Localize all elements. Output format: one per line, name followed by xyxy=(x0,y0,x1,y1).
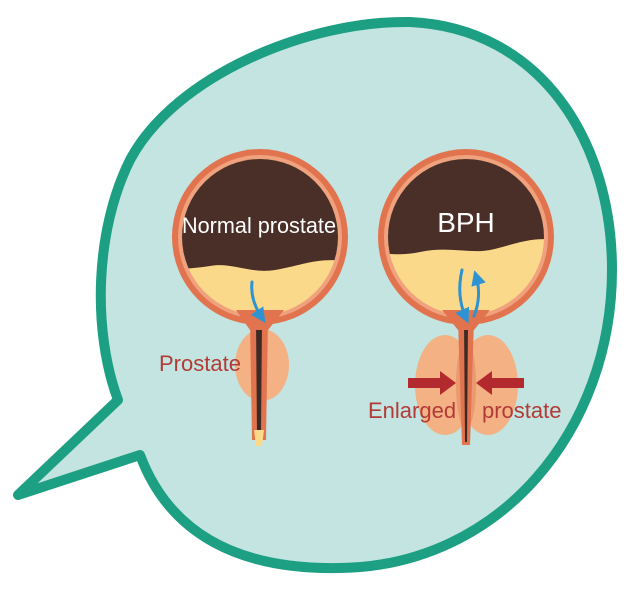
normal-prostate-title: Normal prostate xyxy=(182,213,336,238)
bph-prostate-label: prostate xyxy=(482,398,562,423)
prostate-label: Prostate xyxy=(159,351,241,376)
enlarged-label: Enlarged xyxy=(368,398,456,423)
bph-title: BPH xyxy=(437,207,495,238)
